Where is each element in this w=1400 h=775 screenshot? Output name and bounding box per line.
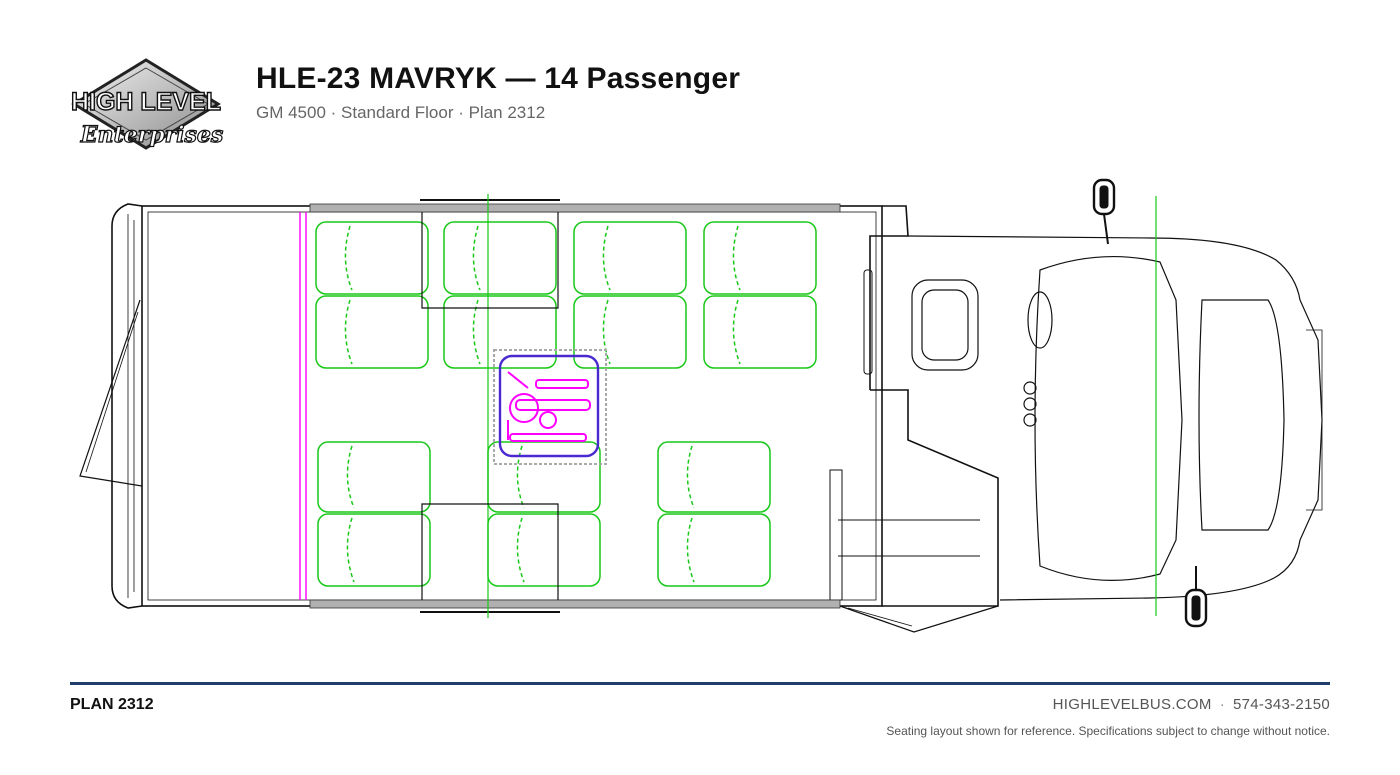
passenger-seats (315, 221, 817, 587)
wheelchair-lift-icon (493, 349, 607, 465)
driver-seat-icon (911, 279, 979, 371)
seat-group-top-1 (315, 221, 429, 369)
company-logo: HIGH LEVEL Enterprises (66, 58, 226, 162)
bus-body-outline (79, 203, 999, 633)
footer-divider (70, 682, 1330, 685)
page-subtitle: GM 4500 · Standard Floor · Plan 2312 (256, 103, 546, 122)
steering-wheel-icon (1023, 291, 1053, 427)
rear-barrier (299, 212, 307, 600)
page-title: HLE-23 MAVRYK — 14 Passenger (256, 62, 741, 95)
phone-number[interactable]: 574-343-2150 (1232, 696, 1330, 713)
window-rails (309, 199, 841, 613)
seat-group-top-2 (443, 221, 557, 369)
disclaimer: Seating layout shown for reference. Spec… (886, 724, 1330, 738)
contact-separator: · (1219, 696, 1225, 713)
logo-wordmark: HIGH LEVEL (71, 88, 221, 116)
seat-group-bottom-1 (317, 441, 431, 587)
contact-info: HIGHLEVELBUS.COM · 574-343-2150 (1053, 696, 1330, 713)
logo-script: Enterprises (80, 122, 224, 148)
wheel-wells (421, 212, 559, 600)
floor-plan-diagram (79, 178, 1323, 633)
seat-group-bottom-3 (657, 441, 771, 587)
website-link[interactable]: HIGHLEVELBUS.COM (1052, 696, 1212, 713)
driver-cab (907, 235, 1323, 601)
seat-group-top-4 (703, 221, 817, 369)
mirror-icon (1092, 178, 1208, 628)
seat-group-top-3 (573, 221, 687, 369)
plan-label: PLAN 2312 (70, 696, 154, 713)
